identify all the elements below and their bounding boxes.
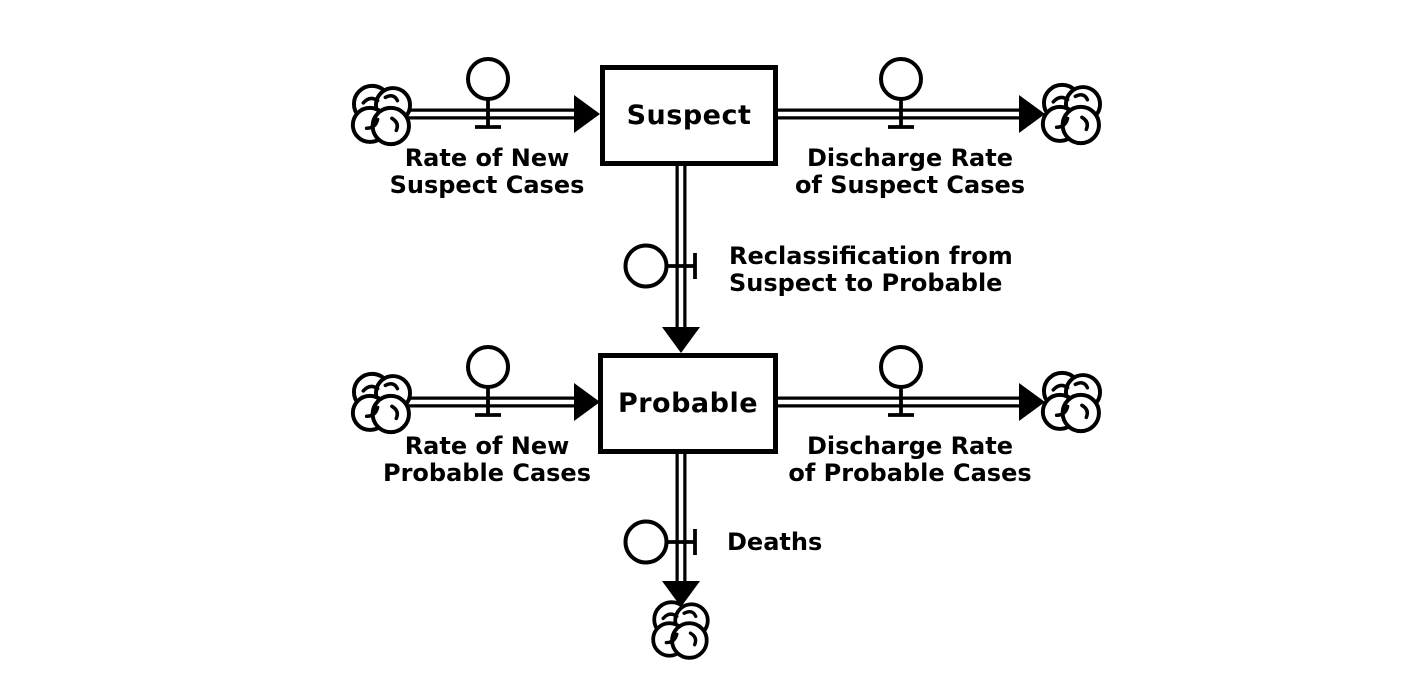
flow-label-rate-of-new-probable-cases: Rate of New Probable Cases (383, 432, 591, 487)
stock-suspect-label: Suspect (626, 100, 752, 131)
cloud-icon-sink-deaths (651, 600, 710, 660)
flow-label-discharge-rate-of-suspect-cases: Discharge Rate of Suspect Cases (794, 144, 1026, 199)
arrowhead-icon-probable-discharge (1019, 383, 1045, 421)
flow-label-deaths: Deaths (727, 528, 823, 556)
flow-label-discharge-rate-of-probable-cases: Discharge Rate of Probable Cases (788, 432, 1032, 487)
flow-label-rate-of-new-suspect-cases: Rate of New Suspect Cases (389, 144, 585, 199)
cloud-icon-sink-probable (1040, 370, 1103, 434)
stock-probable-label: Probable (617, 388, 759, 419)
cloud-icon-source-suspect (350, 83, 413, 147)
stock-probable: Probable (598, 353, 778, 454)
cloud-icon-source-probable (350, 371, 413, 435)
arrowhead-icon-into-suspect (574, 95, 600, 133)
flow-label-reclassification-from-suspect-to-probable: Reclassification from Suspect to Probabl… (729, 242, 1013, 297)
arrowhead-icon-suspect-discharge (1019, 95, 1045, 133)
arrowhead-icon-into-probable (662, 327, 700, 353)
arrowhead-icon-into-probable-left (574, 383, 600, 421)
stock-suspect: Suspect (600, 65, 778, 166)
cloud-icon-sink-suspect (1040, 82, 1103, 146)
